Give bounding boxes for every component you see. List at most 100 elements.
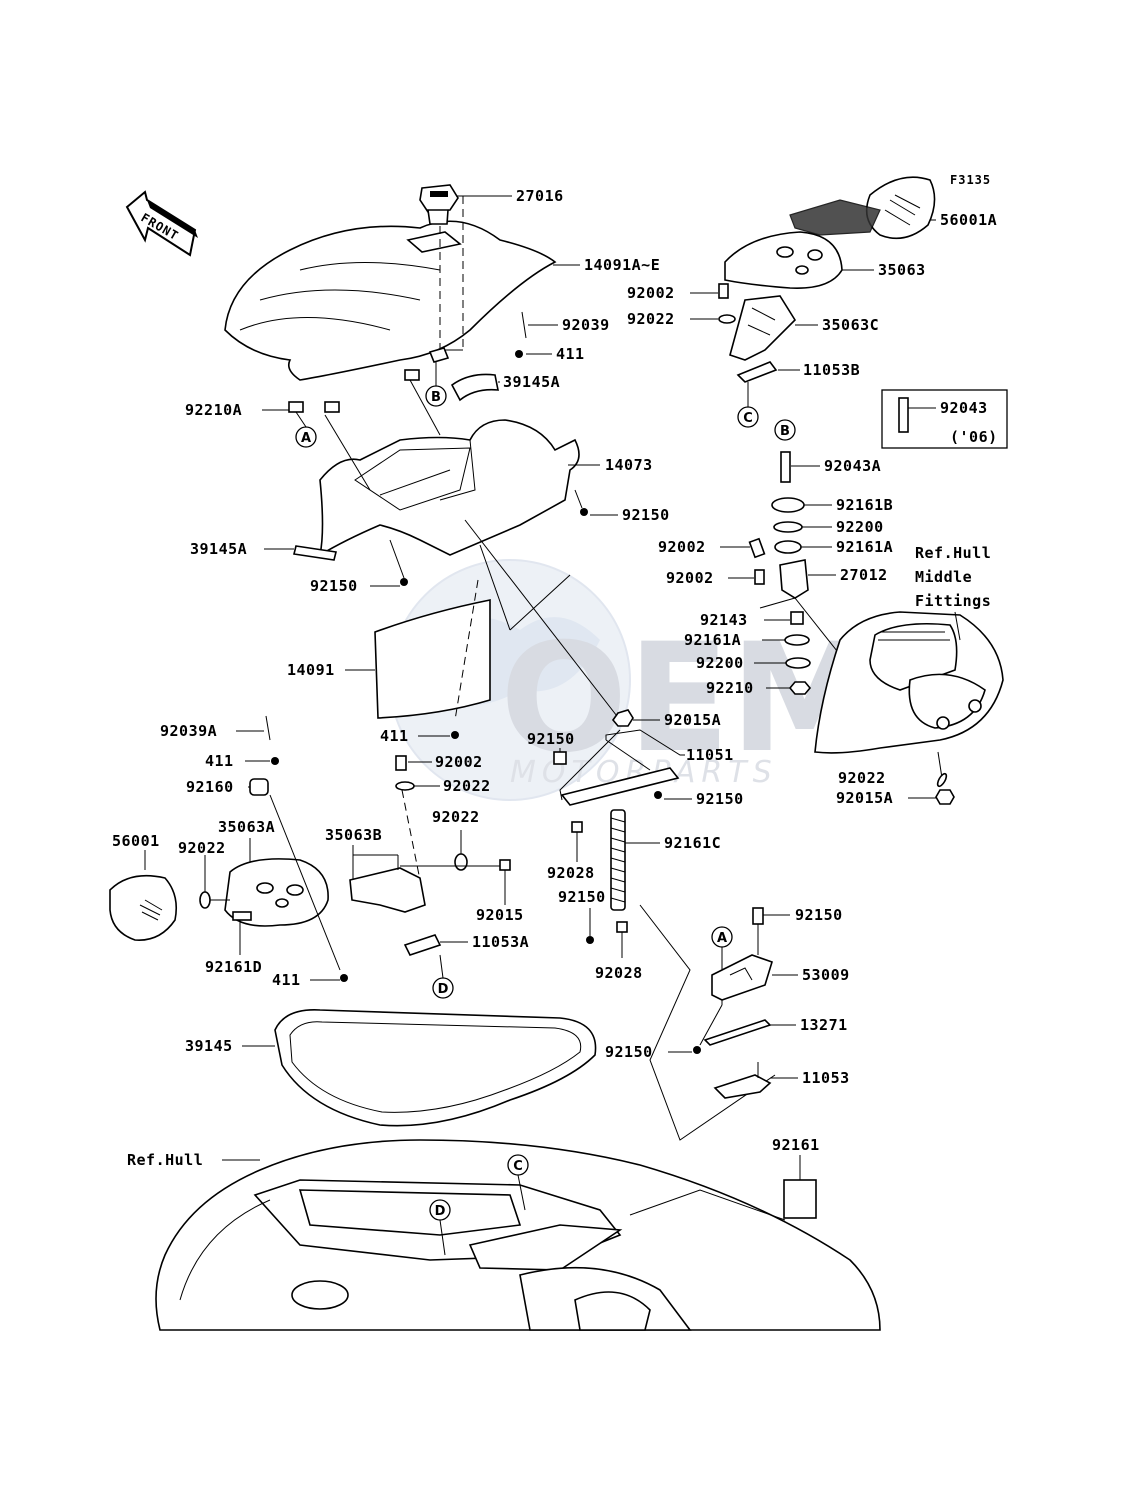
bracket-35063B <box>349 867 426 913</box>
label-35063C: 35063C <box>822 316 879 334</box>
label-92150-g: 92150 <box>605 1043 653 1061</box>
label-92161A-a: 92161A <box>836 538 893 556</box>
label-11053B: 11053B <box>803 361 860 379</box>
label-411-d: 411 <box>272 971 301 989</box>
plate-11053B <box>736 361 778 383</box>
label-14091: 14091 <box>287 661 335 679</box>
label-411-a: 411 <box>556 345 585 363</box>
label-92015A-b: 92015A <box>836 789 893 807</box>
label-92015A-a: 92015A <box>664 711 721 729</box>
latch-53009 <box>711 954 773 1001</box>
svg-text:C: C <box>513 1159 523 1174</box>
seal-39145A-top <box>450 373 499 402</box>
plate-13271 <box>703 1019 772 1046</box>
label-92150-d: 92150 <box>696 790 744 808</box>
label-92002-b: 92002 <box>627 284 675 302</box>
label-411-b: 411 <box>380 727 409 745</box>
label-92039A: 92039A <box>160 722 217 740</box>
label-92002-d: 92002 <box>666 569 714 587</box>
spring-92161C <box>610 809 626 911</box>
label-11053: 11053 <box>802 1069 850 1087</box>
label-56001A: 56001A <box>940 211 997 229</box>
label-ref-hull-fittings-1: Ref.Hull <box>915 544 991 562</box>
label-92022-d: 92022 <box>627 310 675 328</box>
label-92200-b: 92200 <box>696 654 744 672</box>
label-14091AE: 14091A~E <box>584 256 660 274</box>
label-92161B: 92161B <box>836 496 893 514</box>
label-39145A-left: 39145A <box>190 540 247 558</box>
label-92028-a: 92028 <box>547 864 595 882</box>
label-92150-a: 92150 <box>622 506 670 524</box>
label-35063B: 35063B <box>325 826 382 844</box>
cover-56001 <box>109 874 178 941</box>
svg-text:A: A <box>717 931 727 946</box>
label-ref-hull-fittings-3: Fittings <box>915 592 991 610</box>
label-11051: 11051 <box>686 746 734 764</box>
bar-11051 <box>560 767 680 806</box>
label-92200-a: 92200 <box>836 518 884 536</box>
figure-code: F3135 <box>950 173 991 187</box>
label-92161A-b: 92161A <box>684 631 741 649</box>
label-92161: 92161 <box>772 1136 820 1154</box>
label-ref-hull: Ref.Hull <box>127 1151 203 1169</box>
label-27012: 27012 <box>840 566 888 584</box>
label-92143: 92143 <box>700 611 748 629</box>
label-ref-hull-fittings-2: Middle <box>915 568 972 586</box>
label-92210: 92210 <box>706 679 754 697</box>
clip-92210A <box>288 369 420 413</box>
label-39145: 39145 <box>185 1037 233 1055</box>
label-92039: 92039 <box>562 316 610 334</box>
label-92028-b: 92028 <box>595 964 643 982</box>
label-53009: 53009 <box>802 966 850 984</box>
label-92150-e: 92150 <box>558 888 606 906</box>
hull-reference <box>155 1139 881 1331</box>
seat-cap-part <box>419 184 459 225</box>
label-92022-b: 92022 <box>432 808 480 826</box>
panel-14091 <box>374 599 491 719</box>
label-92022-c: 92022 <box>178 839 226 857</box>
front-arrow-icon: FRONT <box>125 190 198 257</box>
callout-b-2 <box>774 419 796 441</box>
label-92161D: 92161D <box>205 958 262 976</box>
svg-text:D: D <box>438 982 449 997</box>
label-92015: 92015 <box>476 906 524 924</box>
storage-tray-14073 <box>318 419 580 557</box>
seat-cover-part <box>224 220 557 381</box>
svg-text:B: B <box>780 424 790 439</box>
label-92161C: 92161C <box>664 834 721 852</box>
label-56001: 56001 <box>112 832 160 850</box>
label-35063A: 35063A <box>218 818 275 836</box>
bracket-35063C <box>729 295 797 361</box>
plate-11053A <box>403 934 442 956</box>
svg-text:C: C <box>743 411 753 426</box>
label-92043: 92043 <box>940 399 988 417</box>
label-92043A: 92043A <box>824 457 881 475</box>
seal-39145 <box>274 1009 597 1127</box>
label-411-c: 411 <box>205 752 234 770</box>
svg-text:A: A <box>301 431 311 446</box>
label-92022-a: 92022 <box>443 777 491 795</box>
sticker-92161 <box>783 1179 817 1219</box>
cover-56001A <box>865 176 936 240</box>
label-13271: 13271 <box>800 1016 848 1034</box>
label-92150-b: 92150 <box>310 577 358 595</box>
label-92043-year: ('06) <box>950 428 998 446</box>
label-92002-c: 92002 <box>658 538 706 556</box>
label-35063: 35063 <box>878 261 926 279</box>
label-92150-c: 92150 <box>527 730 575 748</box>
grommet-92160 <box>249 778 269 796</box>
label-92160: 92160 <box>186 778 234 796</box>
label-14073: 14073 <box>605 456 653 474</box>
label-92002-a: 92002 <box>435 753 483 771</box>
bracket-27012 <box>779 559 809 599</box>
seal-39145A-left <box>293 545 337 561</box>
svg-text:B: B <box>431 390 441 405</box>
bracket-11053 <box>713 1074 772 1099</box>
label-27016: 27016 <box>516 187 564 205</box>
svg-text:D: D <box>435 1204 446 1219</box>
label-92022-e: 92022 <box>838 769 886 787</box>
label-11053A: 11053A <box>472 933 529 951</box>
label-39145A-top: 39145A <box>503 373 560 391</box>
handle-35063 <box>724 231 843 289</box>
